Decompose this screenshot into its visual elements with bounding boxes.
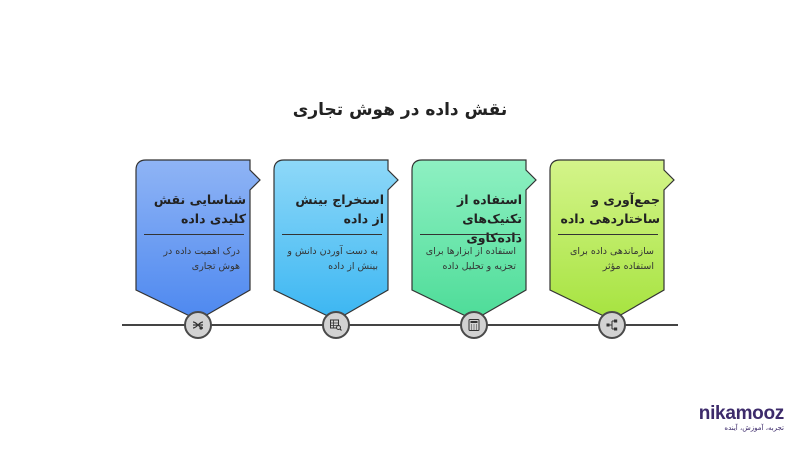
step-4-divider xyxy=(558,234,658,235)
step-4-description: سازماندهی داده برای استفاده مؤثر xyxy=(569,246,654,272)
step-card-4-shape xyxy=(549,159,675,321)
step-card-4: جمع‌آوری و ساختاردهی داده سازماندهی داده… xyxy=(549,159,675,321)
step-1-description: درک اهمیت داده در هوش تجاری xyxy=(163,246,240,272)
step-card-1-shape xyxy=(135,159,261,321)
step-3-divider xyxy=(420,234,520,235)
step-1-divider xyxy=(144,234,244,235)
table-search-icon xyxy=(322,311,350,339)
step-card-1: شناسایی نقش کلیدی داده درک اهمیت داده در… xyxy=(135,159,261,321)
step-4-title: جمع‌آوری و ساختاردهی داده xyxy=(560,192,660,226)
logo-tagline: تجربه، آموزش، آینده xyxy=(724,424,784,432)
step-2-description: به دست آوردن دانش و بینش از داده xyxy=(287,246,378,272)
step-card-2: استخراج بینش از داده به دست آوردن دانش و… xyxy=(273,159,399,321)
diagram-title: نقش داده در هوش تجاری xyxy=(292,100,508,120)
calculator-icon xyxy=(460,311,488,339)
step-2-title: استخراج بینش از داده xyxy=(295,192,384,226)
step-3-title: استفاده از تکنیک‌های داده‌کاوی xyxy=(457,192,522,245)
step-card-2-shape xyxy=(273,159,399,321)
network-flow-icon xyxy=(184,311,212,339)
data-structure-icon xyxy=(598,311,626,339)
timeline-line xyxy=(122,324,678,326)
step-3-description: استفاده از ابزارها برای تجزیه و تحلیل دا… xyxy=(425,246,516,272)
step-card-3-shape xyxy=(411,159,537,321)
step-card-3: استفاده از تکنیک‌های داده‌کاوی استفاده ا… xyxy=(411,159,537,321)
step-2-divider xyxy=(282,234,382,235)
nikamooz-logo: nikamooz تجربه، آموزش، آینده xyxy=(698,403,785,433)
logo-wordmark: nikamooz xyxy=(698,403,785,424)
step-1-title: شناسایی نقش کلیدی داده xyxy=(153,192,246,226)
